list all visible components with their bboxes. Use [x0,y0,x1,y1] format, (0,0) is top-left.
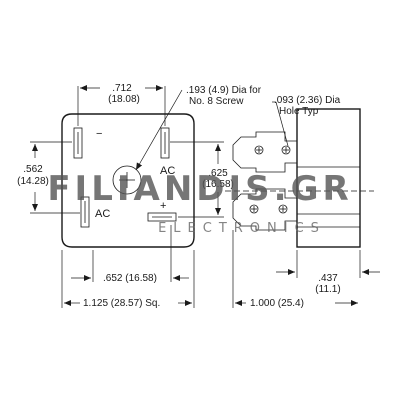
dim-right-height: .625 [208,168,228,179]
terminal-ac-right [160,127,170,159]
label-ac-left: AC [95,208,110,220]
dim-body-thickness-mm: (11.1) [315,284,340,295]
side-view: .093 (2.36) Dia Hole Typ .437 (11.1) 1.0… [225,95,380,309]
label-minus: − [96,128,102,140]
dim-left-height: .562 [23,164,43,175]
terminal-plus [147,212,177,222]
lower-lead-hole-1 [249,204,259,214]
dim-right-height-mm: (16.58) [202,179,234,190]
watermark-tagline: ELECTRONICS [158,221,326,236]
package-outline [61,113,195,248]
side-body [296,108,361,248]
upper-lead [232,131,297,173]
lower-lead-hole-2 [278,204,288,214]
callout-screw-line1: .193 (4.9) Dia for [186,85,262,96]
front-view: − AC AC + .712 (18.08) .562 (14.28) .625… [17,83,262,309]
dim-bottom-inner: .652 (16.58) [103,273,157,284]
callout-hole-line2: Hole Typ [279,106,319,117]
upper-lead-hole-1 [254,145,264,155]
dim-left-height-mm: (14.28) [17,176,49,187]
dim-top-width: .712 [112,83,132,94]
terminal-minus [73,127,83,159]
label-ac-right: AC [160,165,175,177]
screw-hole [112,165,142,195]
dim-top-width-mm: (18.08) [108,94,140,105]
terminal-ac-left [80,196,90,228]
dim-overall-square: 1.125 (28.57) Sq. [83,298,160,309]
dim-body-thickness: .437 [318,273,338,284]
lower-lead [232,188,297,231]
callout-hole-line1: .093 (2.36) Dia [274,95,341,106]
upper-lead-hole-2 [281,145,291,155]
label-plus: + [160,200,166,212]
watermark: FILIANDIS.GR ELECTRONICS [47,169,352,236]
dim-side-length: 1.000 (25.4) [250,298,304,309]
callout-screw-line2: No. 8 Screw [189,96,244,107]
watermark-brand: FILIANDIS.GR [47,169,352,209]
